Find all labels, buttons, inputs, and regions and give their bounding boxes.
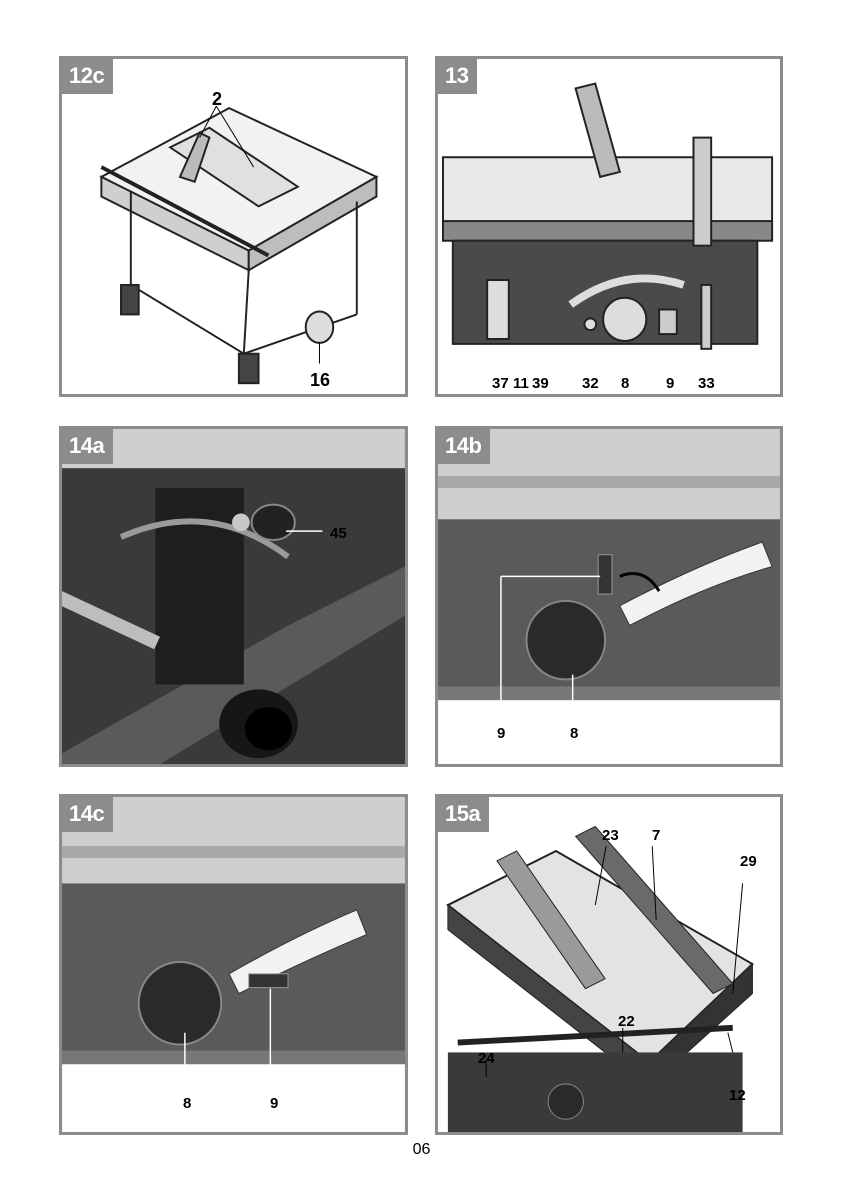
- callout-2: 2: [212, 89, 222, 110]
- figure-panel-13: 13 37 11 39 32 8 9 33: [435, 56, 783, 397]
- callout-29: 29: [740, 853, 757, 870]
- callout-24: 24: [478, 1050, 495, 1067]
- table-saw-illustration-12c: [62, 59, 405, 394]
- figure-label: 15a: [438, 797, 489, 832]
- figure-label: 12c: [62, 59, 113, 94]
- page-number: 06: [0, 1141, 843, 1159]
- callout-9: 9: [666, 375, 674, 392]
- callout-12: 12: [729, 1087, 746, 1104]
- figure-label: 13: [438, 59, 477, 94]
- figure-panel-15a: 15a 23 7 29 22 24 12: [435, 794, 783, 1135]
- callout-8: 8: [183, 1095, 191, 1112]
- callout-23: 23: [602, 827, 619, 844]
- figure-panel-14b: 14b 9 8: [435, 426, 783, 767]
- dust-port-photo-14a: [62, 429, 405, 764]
- rip-fence-photo-15a: [438, 797, 780, 1132]
- figure-panel-14a: 14a 45: [59, 426, 408, 767]
- figure-label: 14b: [438, 429, 490, 464]
- figure-label: 14a: [62, 429, 113, 464]
- callout-45: 45: [330, 525, 347, 542]
- figure-label: 14c: [62, 797, 113, 832]
- callout-11: 11: [513, 375, 529, 392]
- callout-8: 8: [570, 725, 578, 742]
- callout-37: 37: [492, 375, 509, 392]
- callout-9: 9: [270, 1095, 278, 1112]
- figure-panel-12c: 12c 2 16: [59, 56, 408, 397]
- callout-8: 8: [621, 375, 629, 392]
- figure-panel-14c: 14c 8 9: [59, 794, 408, 1135]
- callout-39: 39: [532, 375, 549, 392]
- callout-9: 9: [497, 725, 505, 742]
- table-saw-front-view-13: [438, 59, 780, 394]
- bevel-lock-photo-14c: [62, 797, 405, 1132]
- callout-32: 32: [582, 375, 599, 392]
- callout-16: 16: [310, 370, 330, 391]
- callout-7: 7: [652, 827, 660, 844]
- callout-22: 22: [618, 1013, 635, 1030]
- callout-33: 33: [698, 375, 715, 392]
- bevel-lock-photo-14b: [438, 429, 780, 764]
